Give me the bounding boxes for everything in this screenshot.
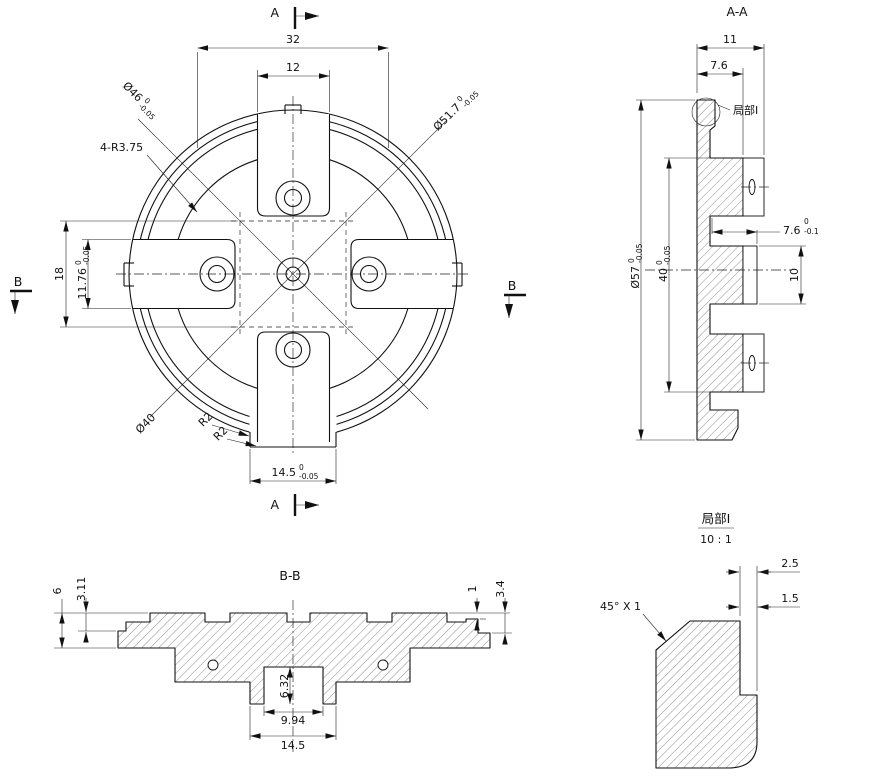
detail-scale: 10 : 1 [700,533,732,546]
aa-dim-76-top-text: 7.6 [710,59,728,72]
bb-hole-right [377,659,389,671]
label-dia40: Ø40 [133,411,158,436]
aa-dim-40-tol-dn: -0.05 [663,245,672,265]
section-marker-b-left: B [10,274,32,314]
section-bb-title: B-B [279,568,300,583]
slot-sides [133,114,454,442]
bb-dim-6-text: 6 [51,588,64,595]
bb-dim-994: 9.94 [263,706,324,727]
bb-dim-1: 1 [449,586,510,631]
dia46-tol-dn: -0.05 [137,102,157,122]
dim-145-tol-dn: -0.05 [299,472,319,481]
aa-dim-76-right-text: 7.6 [783,224,801,237]
bb-dim-311-text: 3.11 [75,577,88,602]
aa-dia57-text: Ø57 [629,266,642,289]
aa-dim-76-right: 7.6 0 -0.1 [711,217,819,244]
r2-inner-text: R2 [211,424,231,444]
detail-title: 局部I [702,511,731,526]
bb-dim-1-text: 1 [466,586,479,593]
detail-dim-25-text: 2.5 [781,557,799,570]
bb-dim-632-text: 6.32 [278,674,291,699]
diagonal-leaders [137,118,447,418]
aa-dim-11-text: 11 [723,33,737,46]
dim-18-text: 18 [53,267,66,281]
front-view: 32 12 18 11.76 0 -0.05 [10,5,526,516]
dim-1176-text-group: 11.76 0 -0.05 [74,245,91,299]
dia40-text: Ø40 [133,411,158,436]
dim-12-text: 12 [286,61,300,74]
chamfer-text: 45° X 1 [600,600,641,613]
section-a-bottom-text: A [270,497,279,512]
dim-1176-text: 11.76 [76,268,89,300]
section-b-left-text: B [14,274,23,289]
detail-dim-15-text: 1.5 [781,592,799,605]
section-a-top-text: A [270,5,279,20]
detail-view: 局部I 10 : 1 2.5 1.5 45° X 1 [600,511,800,769]
aa-dim-76-top: 7.6 [697,59,744,155]
aa-dim-40-text: 40 [657,268,670,282]
aa-detail-callout: 局部I [691,97,758,127]
dim-32: 32 [197,33,389,148]
bb-dim-632: 6.32 [278,667,293,704]
section-marker-a-top: A [270,5,319,29]
dim-18: 18 [53,220,238,328]
detail-dim-25: 2.5 [726,557,800,691]
dim-18-text-group: 18 [53,267,66,281]
aa-dim-10-text: 10 [788,268,801,282]
aa-dim-40-tol-up: 0 [655,260,664,265]
dia517-tol-up: 0 [455,94,465,104]
dim-32-text: 32 [286,33,300,46]
detail-chamfer-label: 45° X 1 [600,600,667,642]
aa-dia57-tol-dn: -0.05 [635,243,644,263]
bb-hole-left [207,659,219,671]
r2-outer-text: R2 [196,410,216,430]
dim-1176-tol-up: 0 [74,260,83,265]
dia46-tol-up: 0 [142,96,152,106]
bb-dim-311: 3.11 [75,577,116,643]
bb-dim-145-text: 14.5 [281,739,306,752]
bb-dim-994-text: 9.94 [281,714,306,727]
dim-12: 12 [257,61,330,112]
detail-dim-15: 1.5 [726,592,800,610]
section-marker-b-right: B [504,278,526,318]
bb-dim-6: 6 [51,588,148,649]
bb-dim-34-text: 3.4 [494,580,507,598]
dim-145-tol-up: 0 [299,463,304,472]
aa-dim-76-right-tol-up: 0 [804,217,809,226]
detail-body [655,620,758,769]
rosette-outline [177,159,409,389]
section-bb-view: B-B 6 3.11 [51,568,512,752]
aa-dim-76-right-tol-dn: -0.1 [804,227,819,236]
aa-dim-10: 10 [759,245,806,305]
bb-dim-34: 3.4 [492,580,512,645]
section-marker-a-bottom: A [270,494,319,516]
bb-body [117,612,491,705]
label-dia46: Ø46 0 -0.05 [120,79,157,122]
pitch-square [231,212,355,336]
dia517-tol-dn: -0.05 [461,89,481,109]
aa-dim-11: 11 [696,33,765,155]
r375-text: 4-R3.75 [100,141,143,154]
label-4-r375: 4-R3.75 [100,141,198,213]
bb-dim-145: 14.5 [249,706,337,752]
dim-1176: 11.76 0 -0.05 [74,239,131,309]
aa-dia57-tol-up: 0 [627,258,636,263]
aa-dim-dia57: Ø57 0 -0.05 [627,99,695,441]
aa-dim-40: 40 0 -0.05 [655,157,710,393]
dia517-text: Ø51.7 [431,101,464,134]
section-b-right-text: B [508,278,517,293]
aa-outer-blocks [741,157,770,393]
section-aa-view: A-A 局部I 11 7.6 [627,4,819,441]
label-dia517: Ø51.7 0 -0.05 [431,89,481,134]
dim-1176-tol-dn: -0.05 [82,245,91,265]
dim-145-text: 14.5 [272,466,297,479]
section-aa-title: A-A [726,4,748,19]
dia46-text: Ø46 [120,79,145,104]
dim-tab-145: 14.5 0 -0.05 [249,449,337,484]
aa-detail-label: 局部I [733,103,758,117]
